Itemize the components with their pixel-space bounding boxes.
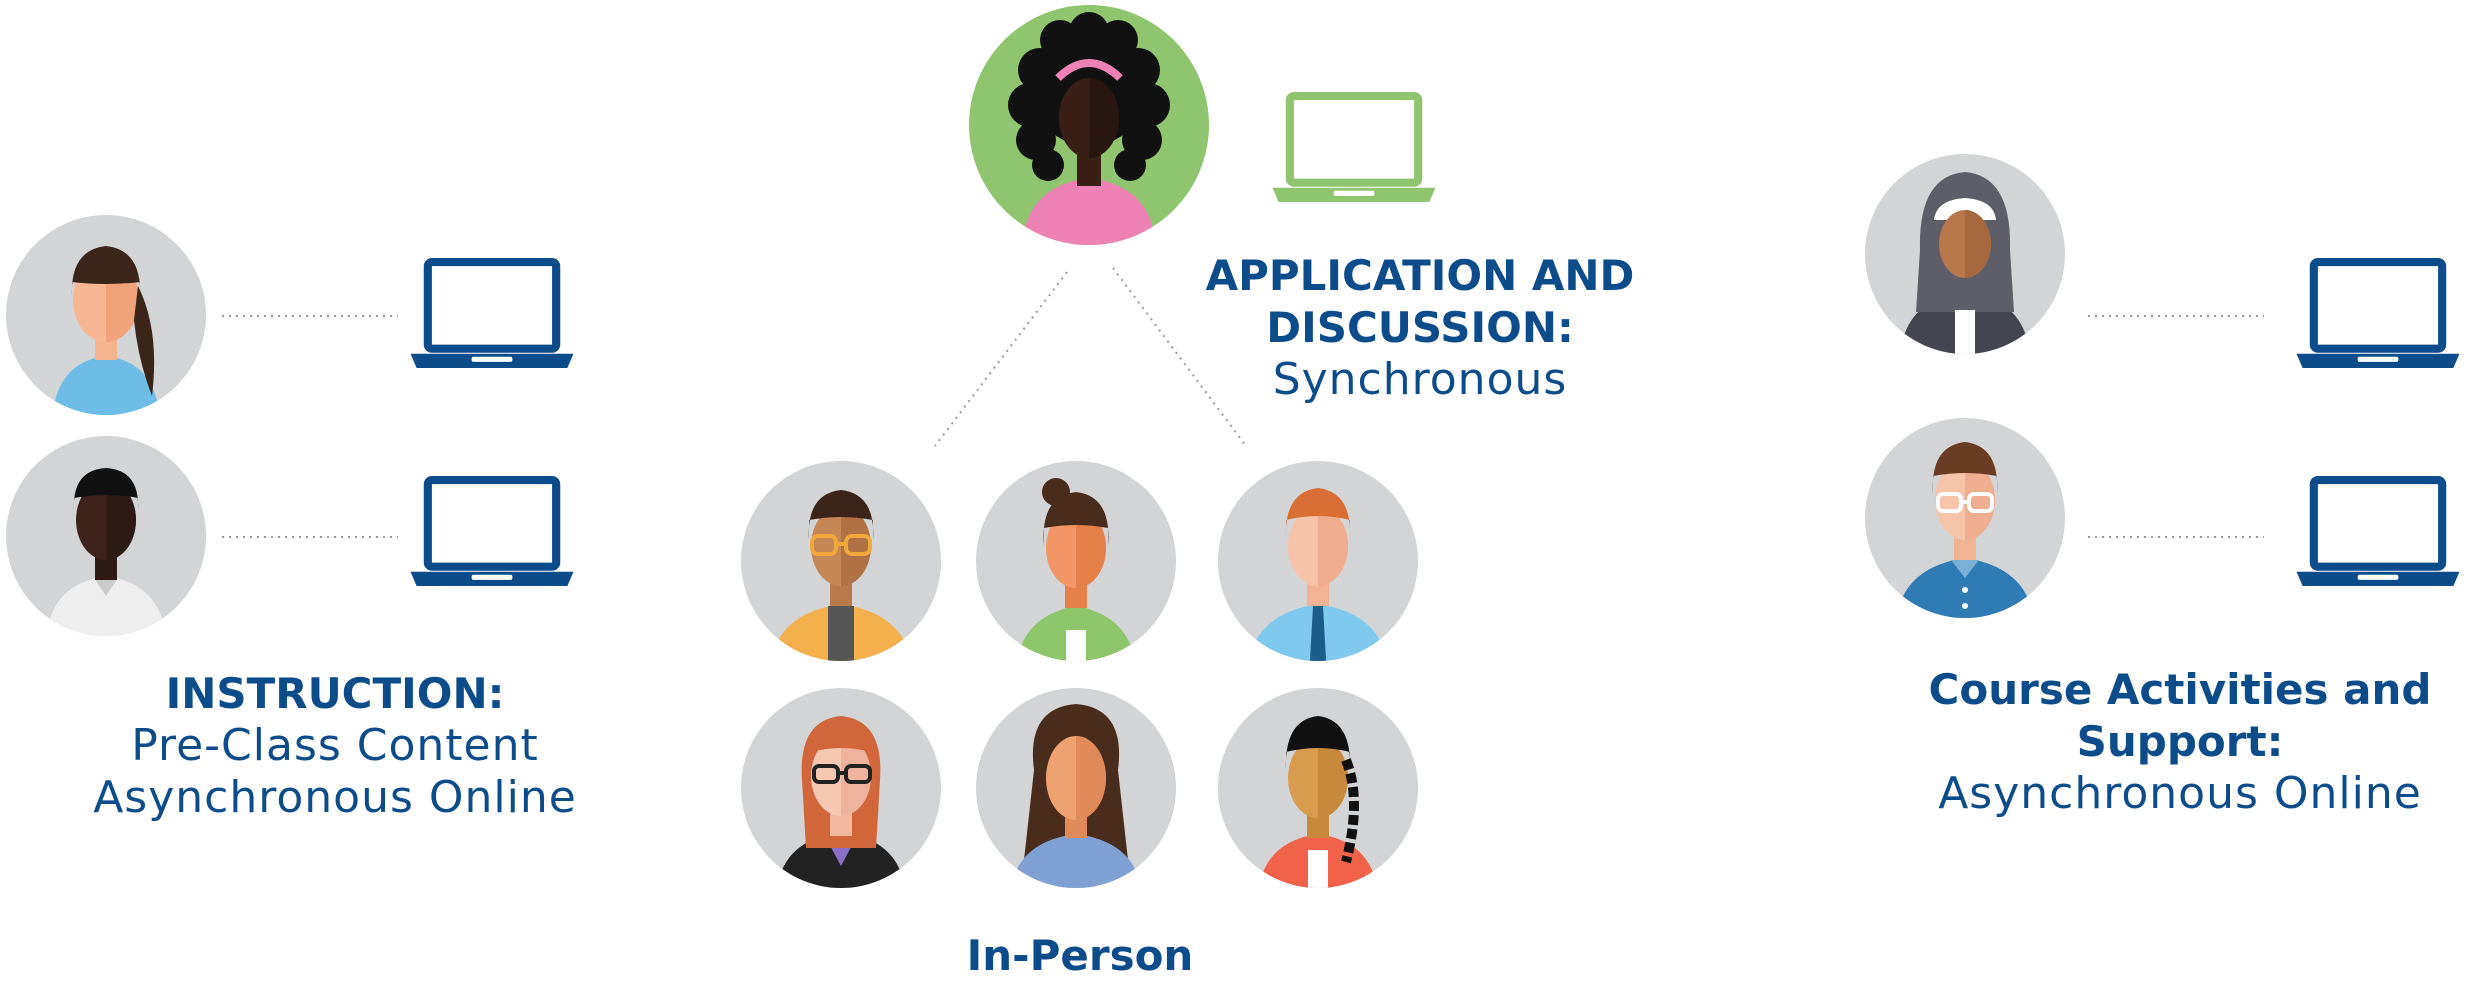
connector-lines [222,267,2264,538]
in-person-label: In-Person [880,930,1280,982]
student-avatar-icon [741,461,941,661]
course-sub: Asynchronous Online [1938,768,2422,819]
laptop-icon [2297,480,2460,586]
laptop-icon [411,480,574,586]
instruction-heading: INSTRUCTION: [165,669,505,718]
student-avatar-icon [976,688,1176,888]
laptop-icon [1273,96,1436,202]
student-avatar-icon [1218,688,1418,888]
instruction-label: INSTRUCTION: Pre-Class Content Asynchron… [50,668,620,824]
connector-line [934,271,1068,447]
course-heading-line-2: Support: [2076,717,2284,766]
course-heading-line-1: Course Activities and [1928,665,2432,714]
student-avatar-icon [1218,461,1418,661]
course-activities-label: Course Activities and Support: Asynchron… [1880,664,2465,820]
student-avatar-icon [976,461,1176,661]
application-sub: Synchronous [1272,354,1568,405]
in-person-heading: In-Person [966,931,1194,980]
application-heading-line-2: DISCUSSION: [1266,303,1574,352]
instruction-line-2: Asynchronous Online [93,772,577,823]
instruction-line-1: Pre-Class Content [131,720,539,771]
instructor-avatar-icon [969,5,1209,245]
student-avatar-icon [741,688,941,888]
application-heading-line-1: APPLICATION AND [1205,251,1635,300]
student-avatar-icon [1865,154,2065,354]
student-avatar-icon [6,436,206,636]
student-avatar-icon [6,215,206,415]
laptop-icon [411,262,574,368]
application-label: APPLICATION AND DISCUSSION: Synchronous [1150,250,1690,406]
student-avatar-icon [1865,418,2065,618]
laptop-icon [2297,262,2460,368]
